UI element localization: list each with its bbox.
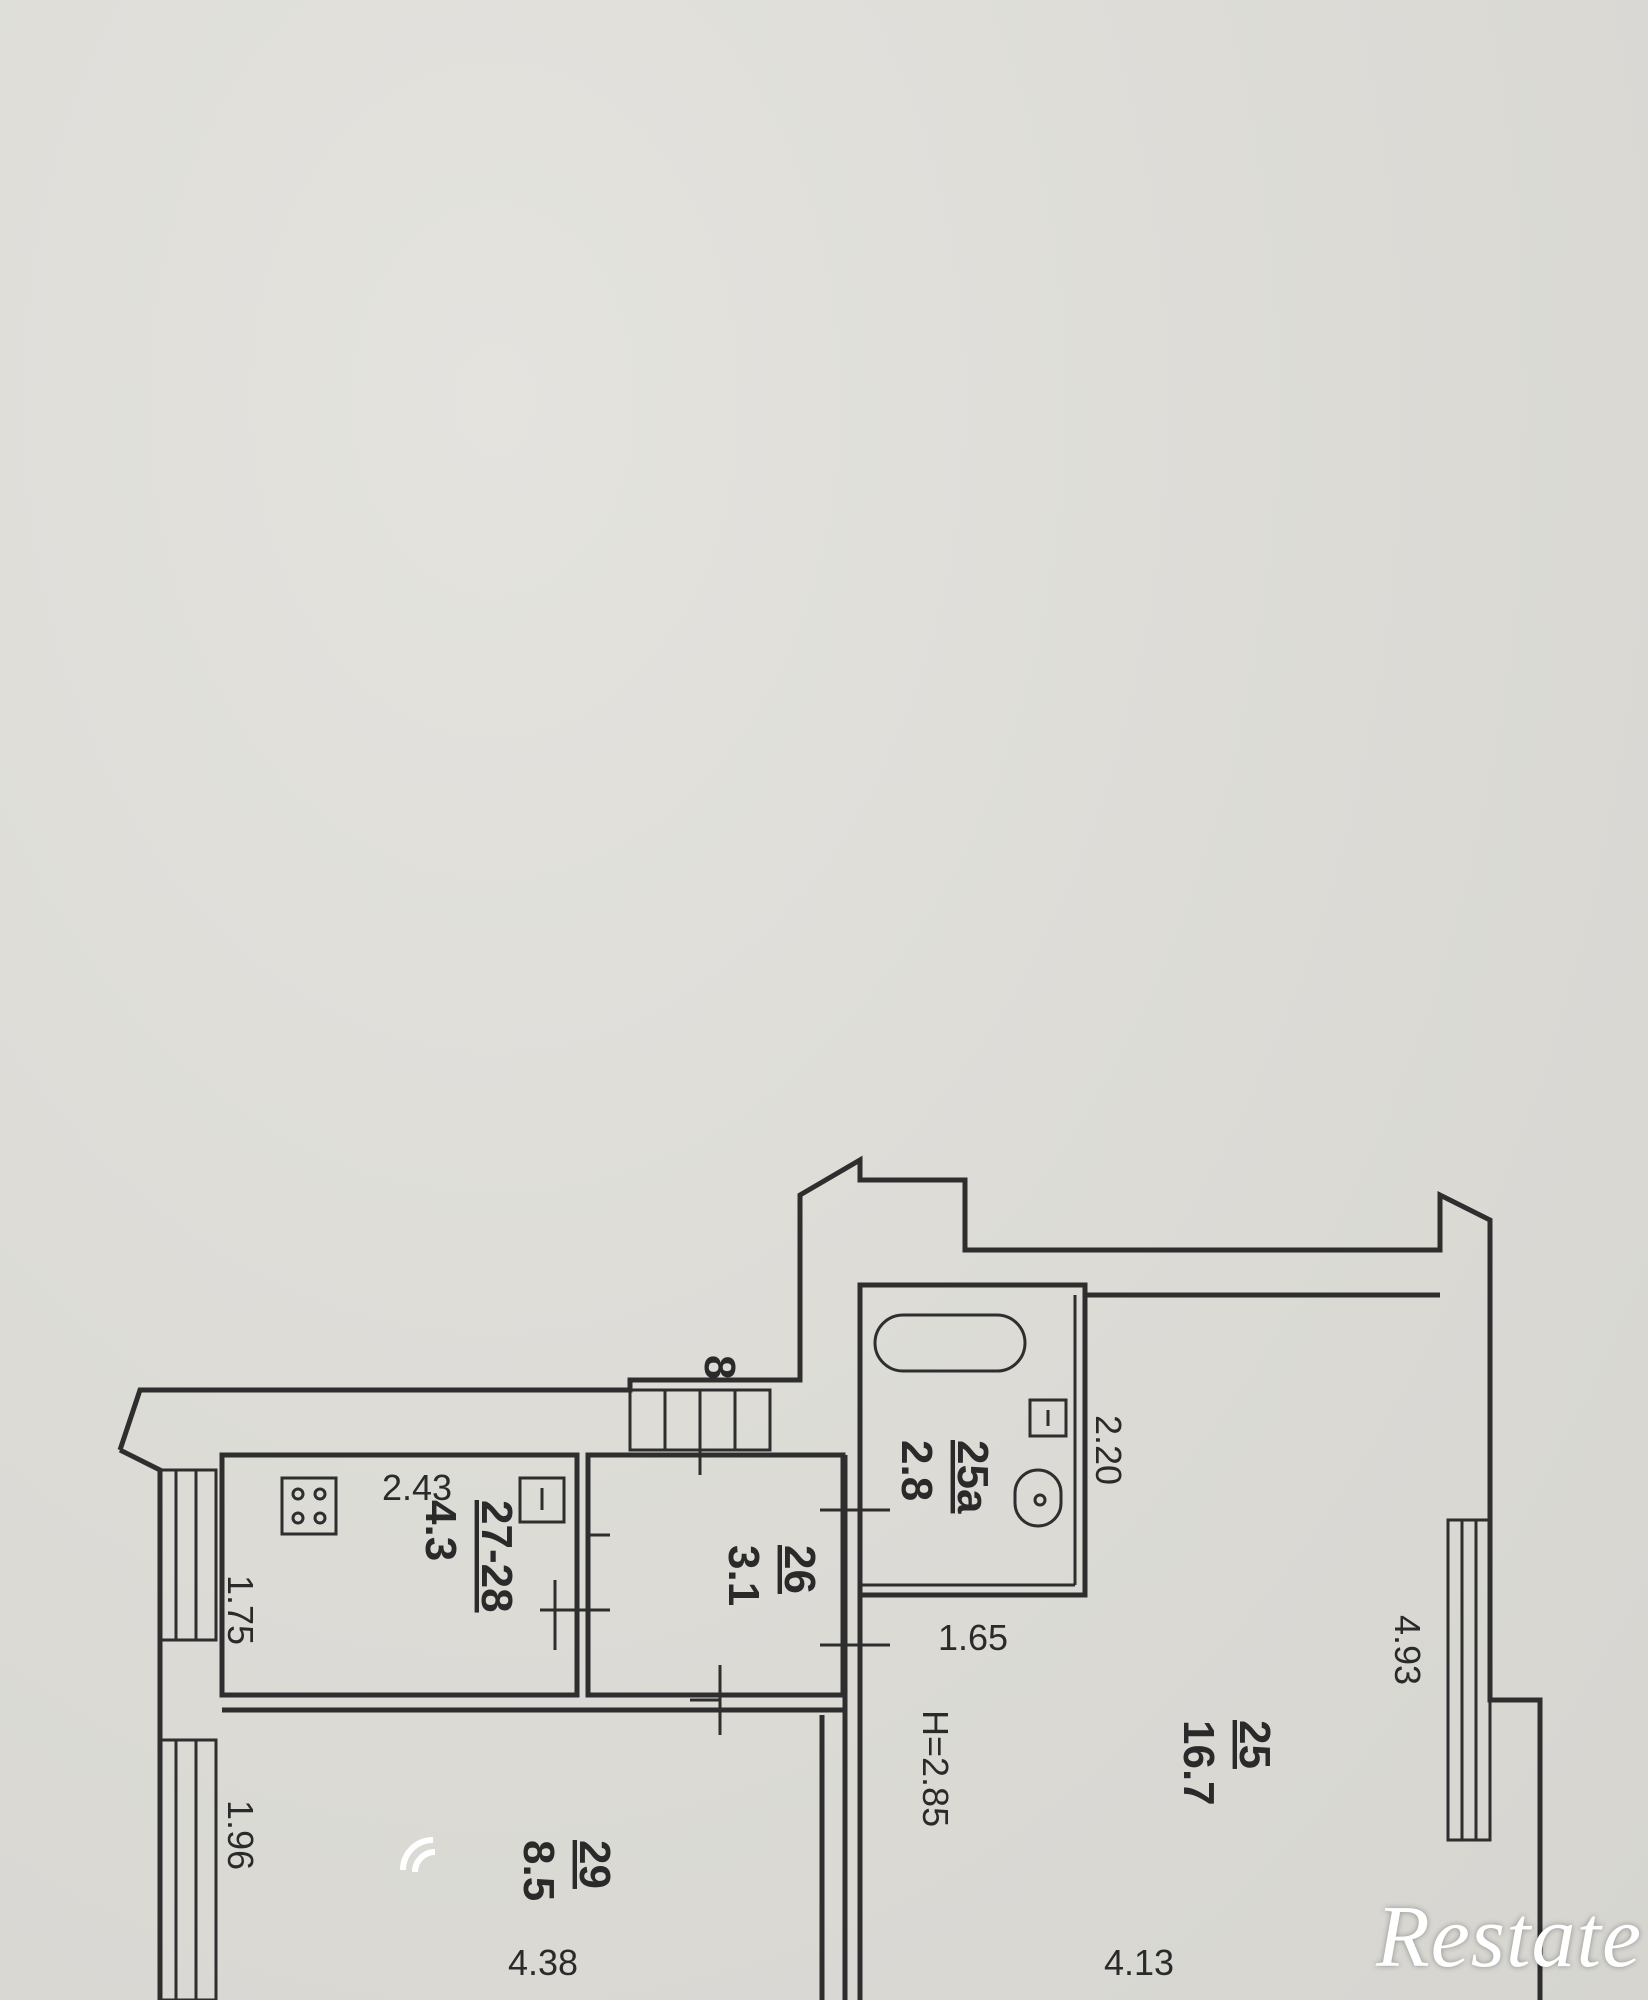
dim-kitchen-depth: 1.75: [220, 1575, 261, 1645]
window-left-upper: [158, 1468, 218, 1642]
dim-room25-length: 4.13: [1104, 1942, 1174, 1983]
room-26-label: 26 3.1: [719, 1545, 824, 1606]
bathtub-icon: [873, 1313, 1027, 1373]
svg-text:29: 29: [570, 1840, 619, 1889]
svg-text:3.1: 3.1: [719, 1545, 768, 1606]
kitchen-outline: [219, 1452, 580, 1698]
svg-text:2.8: 2.8: [892, 1440, 941, 1501]
svg-text:27-28: 27-28: [472, 1500, 521, 1613]
sink-icon: [1028, 1398, 1068, 1438]
room-25-label: 25 16.7: [1174, 1720, 1279, 1806]
dim-room29-depth: 1.96: [220, 1800, 261, 1870]
dim-bath-length: 1.65: [938, 1617, 1008, 1658]
svg-text:25a: 25a: [948, 1440, 997, 1514]
kitchen-sink-icon: [518, 1476, 566, 1524]
bathroom-outline: [857, 1282, 1088, 1598]
svg-text:25: 25: [1230, 1720, 1279, 1769]
outer-wall-top: [117, 1155, 1543, 2000]
dim-kitchen-width: 2.43: [382, 1467, 452, 1508]
svg-text:16.7: 16.7: [1174, 1720, 1223, 1806]
svg-text:4.3: 4.3: [416, 1500, 465, 1561]
room-25a-label: 25a 2.8: [892, 1440, 997, 1514]
window-right: [1446, 1518, 1492, 1842]
dim-room29-length: 4.38: [508, 1942, 578, 1983]
stove-icon: [280, 1476, 338, 1536]
svg-text:8.5: 8.5: [514, 1840, 563, 1901]
toilet-icon: [1013, 1468, 1063, 1528]
ceiling-height: H=2.85: [915, 1710, 956, 1827]
window-left-lower: [158, 1738, 218, 2000]
watermark-waves-icon: [400, 1837, 436, 1873]
watermark-logo: Restate: [1375, 1889, 1642, 1986]
room-27-28-label: 27-28 4.3: [416, 1500, 521, 1613]
axis-mark: 8: [695, 1355, 744, 1379]
outer-wall-left: [118, 1447, 163, 2000]
svg-text:26: 26: [775, 1545, 824, 1594]
dim-bath-width: 2.20: [1088, 1415, 1129, 1485]
room-29-label: 29 8.5: [514, 1840, 619, 1901]
dim-room25-width: 4.93: [1387, 1615, 1428, 1685]
